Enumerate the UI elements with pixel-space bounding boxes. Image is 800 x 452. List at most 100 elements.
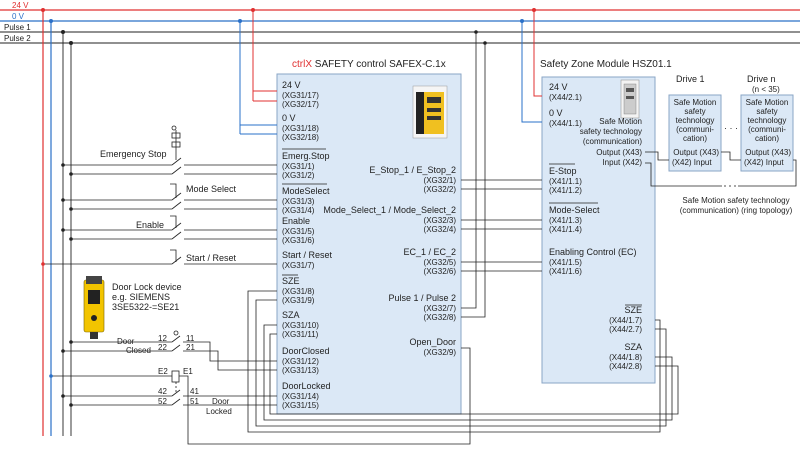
ctrl-opendoor-out-pin1: (XG32/9) — [424, 348, 457, 357]
ctrl-modeselect-label: ModeSelect — [282, 186, 330, 196]
svg-text:technology: technology — [748, 116, 787, 125]
rail-24v-label: 24 V — [12, 1, 29, 10]
ctrl-ec-out-label: EC_1 / EC_2 — [403, 247, 456, 257]
hsz-modeselect-pin2: (X41/1.4) — [549, 225, 582, 234]
door-lock-line1: Door Lock device — [112, 282, 182, 292]
ctrl-pulse-out-pin1: (XG32/7) — [424, 304, 457, 313]
ctrl-24v-pin1: (XG31/17) — [282, 91, 319, 100]
ctrl-modesel-out-pin1: (XG32/3) — [424, 216, 457, 225]
ctrl-doorclosed-label: DoorClosed — [282, 346, 330, 356]
enable-label: Enable — [136, 220, 164, 230]
svg-text:Output (X43): Output (X43) — [596, 148, 642, 157]
ctrl-startreset-pin1: (XG31/7) — [282, 261, 315, 270]
ring-note-line2: (communication) (ring topology) — [680, 206, 793, 215]
svg-text:safety: safety — [756, 107, 777, 116]
ctrl-0v-label: 0 V — [282, 113, 296, 123]
hsz-0v-label: 0 V — [549, 108, 563, 118]
controller-title: ctrlX SAFETY control SAFEX-C.1x — [292, 59, 446, 70]
driven-note: (n < 35) — [752, 85, 780, 94]
ctrl-modesel-out-label: Mode_Select_1 / Mode_Select_2 — [323, 205, 456, 215]
svg-text:(communication): (communication) — [583, 137, 642, 146]
rail-pulse2-label: Pulse 2 — [4, 34, 31, 43]
terminal-41: 41 — [190, 387, 199, 396]
terminal-22: 22 — [158, 343, 167, 352]
controller-device-image — [412, 85, 448, 139]
terminal-12: 12 — [158, 334, 167, 343]
hsz-ec-pin1: (X41/1.5) — [549, 258, 582, 267]
start-reset-label: Start / Reset — [186, 253, 237, 263]
drive-chain-dots: · · · — [724, 123, 738, 133]
ctrl-modeselect-pin1: (XG31/3) — [282, 197, 315, 206]
rail-pulse1-label: Pulse 1 — [4, 23, 31, 32]
ctrl-24v-pin2: (XG32/17) — [282, 100, 319, 109]
emergency-stop-label: Emergency Stop — [100, 149, 167, 159]
door-closed-contact — [63, 330, 277, 371]
svg-text:cation): cation) — [755, 134, 779, 143]
door-lock-line2: e.g. SIEMENS — [112, 292, 170, 302]
svg-text:Safe Motion: Safe Motion — [746, 98, 789, 107]
comm-ring-wires — [645, 151, 797, 187]
ctrl-modesel-out-pin2: (XG32/4) — [424, 225, 457, 234]
ctrl-enable-pin1: (XG31/5) — [282, 227, 315, 236]
ctrl-sza-label: SZA — [282, 310, 300, 320]
svg-text:(X42) Input: (X42) Input — [744, 158, 784, 167]
svg-text:safety: safety — [684, 107, 705, 116]
mode-select-label: Mode Select — [186, 184, 237, 194]
svg-text:safety technology: safety technology — [580, 127, 642, 136]
ctrl-doorlocked-pin2: (XG31/15) — [282, 401, 319, 410]
closed-label: Closed — [126, 346, 151, 355]
ctrl-hsz-wires — [461, 30, 542, 318]
terminal-52: 52 — [158, 397, 167, 406]
door-locked-label-1: Door — [212, 397, 230, 406]
ctrl-ec-out-pin2: (XG32/6) — [424, 267, 457, 276]
ctrl-sza-pin2: (XG31/11) — [282, 330, 319, 339]
junction-dots — [41, 163, 73, 407]
hsz-estop-pin2: (X41/1.2) — [549, 186, 582, 195]
sze-sza-wires — [247, 290, 679, 433]
door-label: Door — [117, 337, 135, 346]
power-connections — [238, 8, 542, 135]
start-reset-switch — [43, 249, 277, 265]
drive1-box — [668, 94, 722, 172]
hsz-estop-label: E-Stop — [549, 166, 577, 176]
ctrl-startreset-label: Start / Reset — [282, 250, 333, 260]
ctrl-0v-pin2: (XG32/18) — [282, 133, 319, 142]
terminal-21: 21 — [186, 343, 195, 352]
svg-text:Safe Motion: Safe Motion — [674, 98, 717, 107]
hsz-sza-label: SZA — [624, 342, 642, 352]
svg-text:(X42) Input: (X42) Input — [672, 158, 712, 167]
svg-text:Safe Motion: Safe Motion — [599, 117, 642, 126]
ctrl-pulse-out-pin2: (XG32/8) — [424, 313, 457, 322]
ctrl-sze-label: SZE — [282, 276, 300, 286]
ctrl-24v-label: 24 V — [282, 80, 301, 90]
hsz-estop-pin1: (X41/1.1) — [549, 177, 582, 186]
ctrl-sza-pin1: (XG31/10) — [282, 321, 319, 330]
controller-right-terminals: E_Stop_1 / E_Stop_2 (XG32/1) (XG32/2) Mo… — [323, 165, 456, 357]
ctrl-doorlocked-label: DoorLocked — [282, 381, 331, 391]
drive1-title: Drive 1 — [676, 74, 705, 84]
terminal-11: 11 — [186, 334, 195, 343]
ctrl-modeselect-pin2: (XG31/4) — [282, 206, 315, 215]
door-locked-label-2: Locked — [206, 407, 232, 416]
svg-text:technology: technology — [676, 116, 715, 125]
svg-text:Output (X43): Output (X43) — [673, 148, 719, 157]
svg-text:(communi-: (communi- — [676, 125, 714, 134]
emergency-stop-switch — [63, 125, 277, 175]
hsz-sza-pin1: (X44/1.8) — [609, 353, 642, 362]
svg-text:Output (X43): Output (X43) — [745, 148, 791, 157]
ctrl-estop-out-pin1: (XG32/1) — [424, 176, 457, 185]
solenoid-e2: E2 — [158, 367, 168, 376]
hsz-modeselect-label: Mode-Select — [549, 205, 600, 215]
driven-title: Drive n — [747, 74, 776, 84]
ctrl-estop-pin2: (XG31/2) — [282, 171, 315, 180]
rail-0v-label: 0 V — [12, 12, 25, 21]
hsz-terminals: 24 V (X44/2.1) 0 V (X44/1.1) E-Stop (X41… — [549, 82, 642, 371]
hsz-ec-pin2: (X41/1.6) — [549, 267, 582, 276]
hsz-title: Safety Zone Module HSZ01.1 — [540, 59, 672, 70]
hsz-device-image — [620, 79, 640, 119]
ring-note-line1: Safe Motion safety technology — [682, 196, 789, 205]
drive1-text: Safe Motion safety technology (communi- … — [672, 98, 719, 167]
solenoid-e1: E1 — [183, 367, 193, 376]
hsz-comm-label: Safe Motion safety technology (communica… — [580, 117, 643, 167]
